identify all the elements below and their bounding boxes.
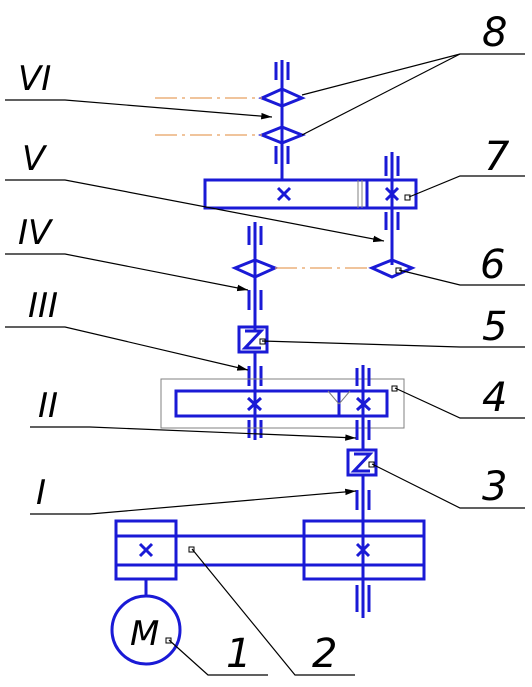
label-part-5: 5 bbox=[482, 304, 507, 350]
part-leaders bbox=[168, 53, 525, 676]
label-part-1: 1 bbox=[226, 631, 251, 677]
coupling-5 bbox=[237, 325, 269, 354]
cross-mark bbox=[355, 542, 371, 558]
shaft-v bbox=[368, 152, 416, 279]
label-shaft-iv: IV bbox=[18, 213, 54, 253]
shaft-iv bbox=[231, 222, 372, 330]
coupling-3 bbox=[346, 448, 378, 477]
gear-pair-7 bbox=[203, 160, 418, 210]
part-labels: 8 7 6 5 4 3 2 1 bbox=[226, 10, 510, 677]
label-part-4: 4 bbox=[482, 375, 507, 421]
label-part-8: 8 bbox=[482, 10, 507, 56]
shaft-ii bbox=[355, 365, 371, 450]
motor-1: M bbox=[110, 579, 182, 666]
motor-label: M bbox=[130, 614, 159, 654]
belt-drive-2 bbox=[114, 519, 426, 581]
label-part-2: 2 bbox=[312, 631, 337, 677]
label-shaft-iii: III bbox=[28, 286, 58, 326]
label-shaft-vi: VI bbox=[18, 59, 51, 99]
label-part-3: 3 bbox=[482, 464, 507, 510]
label-part-7: 7 bbox=[484, 134, 510, 180]
cross-mark bbox=[276, 186, 292, 202]
cross-mark bbox=[246, 396, 263, 412]
cross-mark bbox=[138, 542, 154, 558]
shaft-leaders bbox=[5, 99, 385, 515]
shaft-i bbox=[355, 475, 371, 618]
shaft-vi bbox=[155, 60, 307, 164]
bevel-gear-6 bbox=[368, 258, 416, 279]
label-part-6: 6 bbox=[480, 242, 505, 288]
bevel-gear-vi-upper bbox=[258, 87, 306, 108]
shaft-iii bbox=[247, 352, 263, 440]
label-shaft-i: I bbox=[36, 473, 46, 513]
shaft-labels: VI V IV III II I bbox=[18, 59, 58, 513]
label-shaft-ii: II bbox=[38, 386, 58, 426]
label-shaft-v: V bbox=[22, 139, 48, 179]
